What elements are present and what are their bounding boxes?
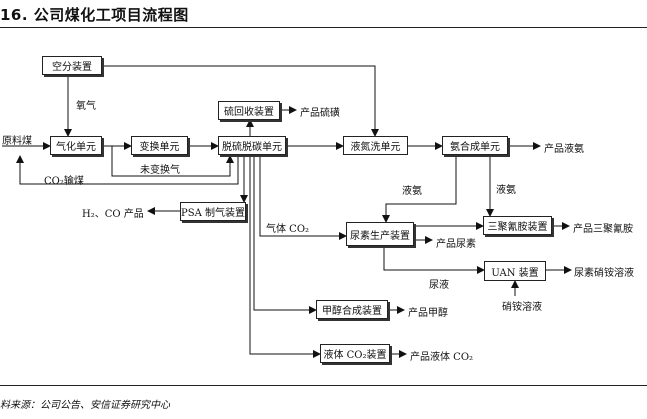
arrow-gas-co2-urea <box>259 156 347 240</box>
arrow-unshifted-gas <box>111 146 234 177</box>
urea-solution-label: 尿液 <box>429 280 449 291</box>
arrow-air-nitrogen-wash <box>102 65 379 137</box>
unshifted-gas-label: 未变换气 <box>140 165 180 176</box>
page-title: 16. 公司煤化工项目流程图 <box>0 6 189 24</box>
footer-rule <box>0 385 647 386</box>
air-separation-box: 空分装置 <box>42 56 102 75</box>
liquid-ammonia-label-1: 液氨 <box>402 186 422 197</box>
arrow-ammonia-urea <box>382 156 457 223</box>
methanol-box: 甲醇合成装置 <box>316 300 388 319</box>
source-note: 料来源：公司公告、安信证券研究中心 <box>0 400 170 411</box>
sulfur-recovery-box: 硫回收装置 <box>218 101 280 120</box>
oxygen-label: 氧气 <box>76 101 96 112</box>
product-melamine-label: 产品三聚氰胺 <box>573 224 633 235</box>
liquid-nitrogen-wash-box: 液氮洗单元 <box>343 136 408 155</box>
product-liquid-co2-label: 产品液体 CO₂ <box>410 352 474 363</box>
product-sulfur-label: 产品硫磺 <box>300 108 340 119</box>
arrow-desulf-liquid-co2 <box>249 156 321 358</box>
arrow-co2-coal <box>16 155 239 185</box>
title-rule <box>0 27 647 28</box>
desulfurization-box: 脱硫脱碳单元 <box>218 136 286 155</box>
urea-box: 尿素生产装置 <box>346 222 414 246</box>
arrow-urea-uan <box>383 246 485 274</box>
raw-coal-label: 原料煤 <box>2 136 32 147</box>
h2-co-product-label: H₂、CO 产品 <box>82 209 144 220</box>
gasification-box: 气化单元 <box>50 136 102 155</box>
melamine-box: 三聚氰胺装置 <box>483 216 552 235</box>
arrow-desulf-methanol <box>253 156 317 314</box>
ammonium-nitrate-label: 硝铵溶液 <box>502 302 542 313</box>
co2-coal-label: CO₂输煤 <box>44 176 84 187</box>
product-methanol-label: 产品甲醇 <box>408 308 448 319</box>
uan-product-label: 尿素硝铵溶液 <box>574 268 634 279</box>
gas-co2-label: 气体 CO₂ <box>266 224 310 235</box>
product-urea-label: 产品尿素 <box>436 239 476 250</box>
shift-box: 变换单元 <box>131 136 188 155</box>
liquid-ammonia-label-2: 液氨 <box>496 185 516 196</box>
product-ammonia-label: 产品液氨 <box>544 144 584 155</box>
ammonia-synthesis-box: 氨合成单元 <box>442 136 508 155</box>
psa-box: PSA 制气装置 <box>180 202 246 221</box>
uan-box: UAN 装置 <box>484 261 546 281</box>
liquid-co2-box: 液体 CO₂装置 <box>320 344 390 363</box>
